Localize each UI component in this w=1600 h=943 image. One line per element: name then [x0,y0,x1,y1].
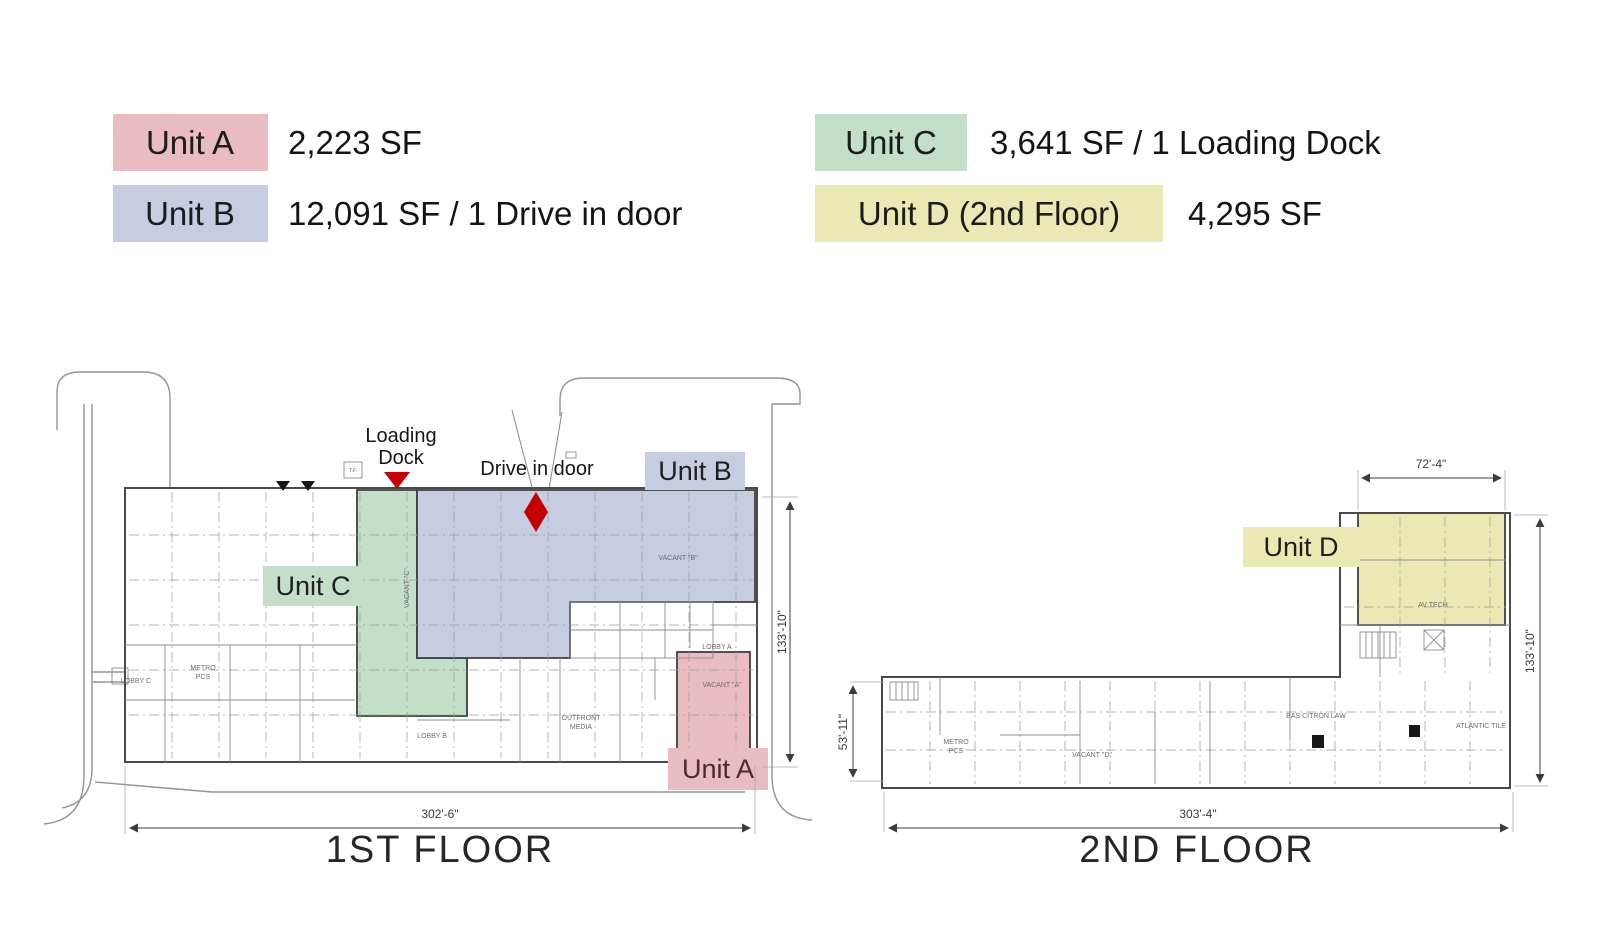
room-metro-line1: METRO [190,665,216,672]
legend-swatch-unit-a [113,114,268,171]
legend-label-unit-d: Unit D (2nd Floor) [858,195,1120,232]
room-vacant-d: VACANT "D" [1072,752,1112,759]
dim-width-floor1: 302'-6" [421,807,458,821]
floor2-title: 2ND FLOOR [1079,829,1314,871]
first-floor-plan: T.F. Loading Dock Drive in door Unit B U… [43,371,813,871]
dim-width-floor2: 303'-4" [1179,807,1216,821]
interior-walls-floor2 [889,559,1510,784]
legend-swatch-unit-d [815,185,1163,242]
room-bas-citron-law: BAS CITRON LAW [1286,713,1346,720]
drive-in-door-marker [524,492,548,532]
tf-label: T.F. [349,468,358,474]
legend-value-unit-a: 2,223 SF [288,124,422,161]
drive-in-ramp-lines [511,409,563,496]
legend-label-unit-b: Unit B [145,195,235,232]
dimensions-floor1: 302'-6" 133'-10" [124,496,798,834]
column-block-1 [1312,735,1324,748]
unit-b-chip-label: Unit B [658,456,732,486]
site-kerb-stub [92,671,126,683]
drive-in-ramp-mark [565,451,577,459]
loading-dock-label-line1: Loading [365,425,436,447]
site-kerb-left-tall [83,404,93,776]
site-stub-box [111,667,129,685]
column-grid-floor2 [886,517,1506,784]
room-lobby-b: LOBBY B [417,733,447,740]
room-lobby-c: LOBBY C [121,678,151,685]
door-triangle-2 [301,481,315,491]
unit-d-chip-label: Unit D [1263,532,1338,562]
interior-walls-floor1 [125,601,757,762]
dim-height-floor2: 133'-10" [1523,629,1537,673]
legend-value-unit-d: 4,295 SF [1188,195,1322,232]
room-av-tech: AV TECH [1418,602,1448,609]
legend-label-unit-c: Unit C [845,124,937,161]
dim-left-floor2: 53'-11" [836,714,850,750]
room-metro2-line1: METRO [943,739,969,746]
room-outfront-line1: OUTFRONT [562,715,602,722]
room-lobby-a: LOBBY A [702,644,732,651]
unit-b-region [416,489,756,659]
column-block-2 [1409,725,1420,737]
site-kerb-right [559,377,813,821]
dim-unit-d-width: 72'-4" [1416,457,1447,471]
unit-c-chip-label: Unit C [275,571,350,601]
legend-swatch-unit-b [113,185,268,242]
drive-in-door-label: Drive in door [480,458,594,480]
room-vacant-a: VACANT "A" [702,682,742,689]
site-kerb-left-arcs [43,767,93,825]
floor1-title: 1ST FLOOR [326,829,554,871]
site-boundary-bottom [94,781,745,793]
room-vacant-c: VACANT "C" [404,568,411,608]
room-metro2-line2: PCS [949,748,964,755]
room-metro-line2: PCS [196,674,211,681]
room-labels-floor1: LOBBY C METRO PCS LOBBY B OUTFRONT MEDIA… [121,555,742,740]
room-atlantic-tile: ATLANTIC TILE [1456,723,1506,730]
second-floor-plan: Unit D METRO PCS VACANT "D" BAS CITRON L… [836,457,1548,871]
building-outline-floor2 [881,512,1511,789]
legend: Unit A 2,223 SF Unit B 12,091 SF / 1 Dri… [113,114,1381,242]
dimensions-floor2: 72'-4" 133'-10" 53'-11" 303'-4" [836,457,1548,833]
unit-a-chip [668,748,768,790]
legend-value-unit-b: 12,091 SF / 1 Drive in door [288,195,682,232]
dim-height-floor1: 133'-10" [775,610,789,654]
unit-d-chip [1243,527,1360,567]
legend-label-unit-a: Unit A [146,124,234,161]
unit-a-chip-label: Unit A [682,754,754,784]
legend-swatch-unit-c [815,114,967,171]
unit-d-region [1357,512,1506,626]
legend-value-unit-c: 3,641 SF / 1 Loading Dock [990,124,1381,161]
site-kerb-left [56,371,171,489]
unit-a-region [676,651,751,761]
room-labels-floor2: METRO PCS VACANT "D" BAS CITRON LAW ATLA… [943,602,1506,759]
room-outfront-line2: MEDIA [570,724,593,731]
tf-box [343,461,363,479]
door-triangle-1 [276,481,290,491]
room-vacant-b: VACANT "B" [658,555,698,562]
loading-dock-marker [384,472,410,489]
unit-c-chip [263,566,363,606]
loading-dock-label-line2: Dock [378,447,425,469]
unit-b-chip [645,452,745,490]
